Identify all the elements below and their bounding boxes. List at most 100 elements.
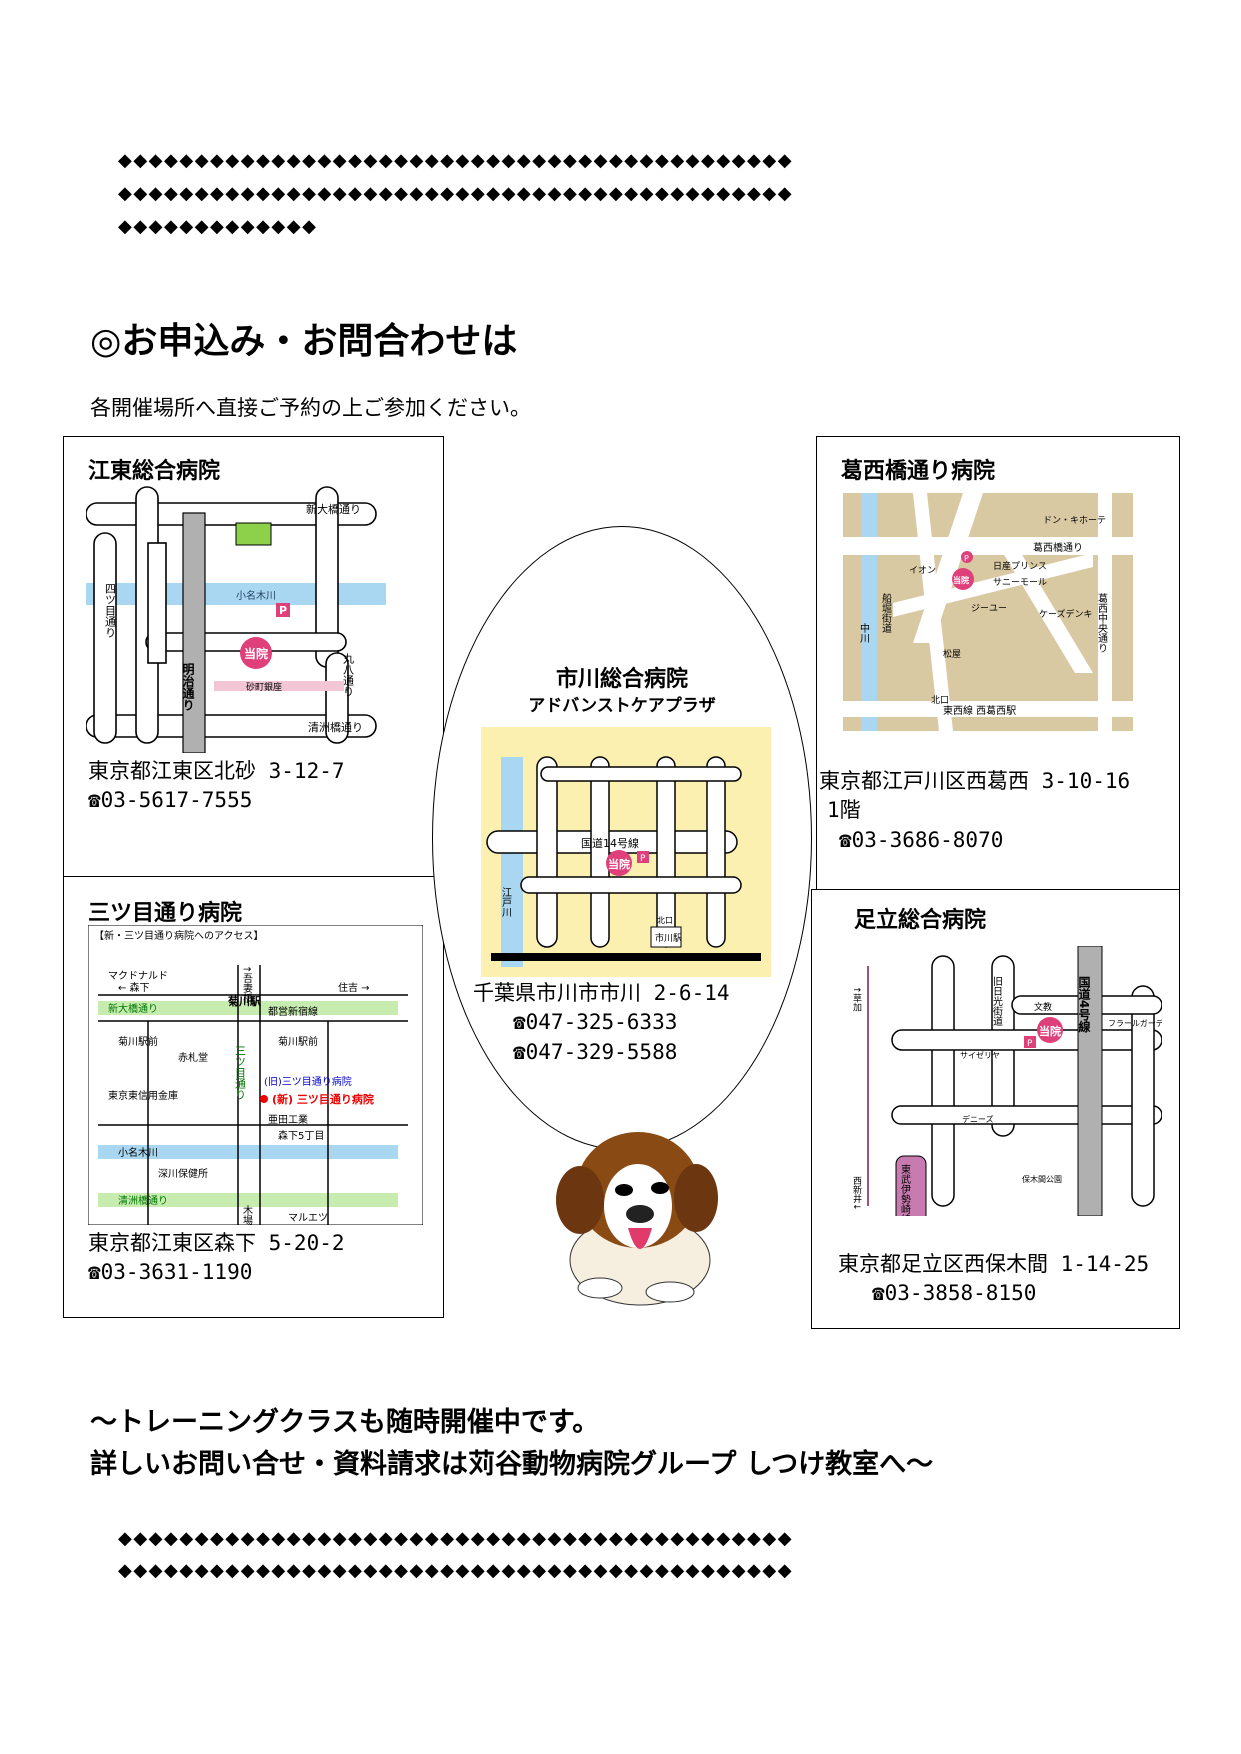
svg-text:森下5丁目: 森下5丁目 [278,1129,324,1142]
tobu-station [895,1155,927,1216]
svg-text:ドン・キホーテ: ドン・キホーテ [1043,515,1106,526]
adachi-address: 東京都足立区西保木間 1-14-25 [838,1252,1150,1276]
dog-illustration [556,1132,718,1306]
svg-text:東武伊勢崎線 竹の塚駅東口: 東武伊勢崎線 竹の塚駅東口 [899,1163,911,1216]
footer-line-2: 詳しいお問い合せ・資料請求は苅谷動物病院グループ しつけ教室へ〜 [90,1449,934,1480]
svg-text:P: P [1027,1039,1033,1049]
svg-text:新大橋通り: 新大橋通り [108,1002,158,1015]
parking-icon [961,551,973,563]
nakagawa-river [861,493,877,731]
kasai-hospital-box: 葛西橋通り病院 中川 葛西橋通り 船堀街道 葛西中央通り 東西線 西葛西駅 北口… [816,436,1180,890]
railway [491,953,761,961]
svg-text:文教: 文教 [1034,1001,1052,1013]
svg-text:サイゼリヤ: サイゼリヤ [960,1050,1000,1060]
road-label: 新大橋通り [306,502,361,516]
diamond-divider: ◆◆◆◆◆◆◆◆◆◆◆◆◆◆◆◆◆◆◆◆◆◆◆◆◆◆◆◆◆◆◆◆◆◆◆◆◆◆◆◆… [118,183,794,204]
kasai-address: 東京都江戸川区西葛西 3-10-16 [819,769,1131,793]
svg-text:国道14号線: 国道14号線 [581,836,639,850]
svg-text:マクドナルド: マクドナルド [108,970,168,982]
kasai-phone: ☎03-3686-8070 [839,827,1004,852]
svg-text:ジーユー: ジーユー [971,604,1007,614]
diamond-divider: ◆◆◆◆◆◆◆◆◆◆◆◆◆◆◆◆◆◆◆◆◆◆◆◆◆◆◆◆◆◆◆◆◆◆◆◆◆◆◆◆… [118,1528,794,1549]
mitsume-map: 【新・三ツ目通り病院へのアクセス】 新大橋通り 小名木川 清洲橋通り マクドナル… [88,925,423,1225]
svg-text:赤札堂: 赤札堂 [178,1051,208,1064]
svg-text:東西線 西葛西駅: 東西線 西葛西駅 [943,704,1016,717]
ichikawa-phone-2: ☎047-329-5588 [513,1039,678,1064]
svg-text:↑吾妻橋: ↑吾妻橋 [241,965,253,1004]
svg-text:↑草加: ↑草加 [852,986,862,1012]
mitsume-title: 三ツ目通り病院 [88,901,243,926]
svg-text:P: P [279,604,287,617]
adachi-phone: ☎03-3858-8150 [872,1281,1037,1306]
shin-ohashi-road [98,1001,398,1015]
edogawa-river [501,757,523,967]
onagi-river [98,1145,398,1159]
adachi-title: 足立総合病院 [854,908,987,933]
toin-marker [240,637,272,669]
svg-text:葛西中央通り: 葛西中央通り [1096,592,1108,653]
mitsume-hospital-box: 三ツ目通り病院 【新・三ツ目通り病院へのアクセス】 新大橋通り 小名木川 清洲橋… [63,876,444,1318]
mitsume-address: 東京都江東区森下 5-20-2 [88,1231,345,1255]
kasai-address-floor: 1階 [827,798,861,823]
svg-text:船堀街道: 船堀街道 [880,592,892,633]
svg-text:菊川駅: 菊川駅 [228,994,261,1008]
road-label: 清洲橋通り [308,720,363,734]
ichikawa-phone-1: ☎047-325-6333 [513,1010,678,1035]
kasai-title: 葛西橋通り病院 [841,459,996,484]
koto-address: 東京都江東区北砂 3-12-7 [88,759,345,783]
svg-text:葛西橋通り: 葛西橋通り [1033,541,1083,554]
svg-text:国道4号線: 国道4号線 [1077,976,1091,1033]
kasai-map: 中川 葛西橋通り 船堀街道 葛西中央通り 東西線 西葛西駅 北口 ドン・キホーテ… [843,493,1133,731]
koto-phone: ☎03-5617-7555 [88,788,253,813]
adachi-map: ↑草加 西新井↓ 東武伊勢崎線 竹の塚駅東口 国道4号線 旧日光街道 当院 P … [852,946,1162,1216]
svg-text:松屋: 松屋 [943,648,961,660]
kokudo4-road [1077,946,1103,1216]
map-header: 【新・三ツ目通り病院へのアクセス】 [94,929,264,942]
svg-text:← 森下: ← 森下 [118,981,150,994]
svg-text:小名木川: 小名木川 [118,1146,158,1159]
svg-text:P: P [964,554,969,563]
svg-text:フラールガーデン: フラールガーデン [1108,1018,1162,1028]
svg-text:(新) 三ツ目通り病院: (新) 三ツ目通り病院 [272,1092,374,1106]
kiyosumi-road [98,1193,398,1207]
svg-text:保木間公園: 保木間公園 [1022,1174,1062,1184]
toin-marker [952,568,974,590]
diamond-divider: ◆◆◆◆◆◆◆◆◆◆◆◆◆◆◆◆◆◆◆◆◆◆◆◆◆◆◆◆◆◆◆◆◆◆◆◆◆◆◆◆… [118,150,794,171]
ichikawa-title: 市川総合病院 [555,667,688,692]
svg-text:菊川駅前: 菊川駅前 [118,1035,158,1048]
road-label: 丸八通り [342,653,355,697]
diamond-divider: ◆◆◆◆◆◆◆◆◆◆◆◆◆◆◆◆◆◆◆◆◆◆◆◆◆◆◆◆◆◆◆◆◆◆◆◆◆◆◆◆… [118,1560,794,1581]
parking-icon [276,603,290,617]
meiji-road [182,512,206,753]
diamond-divider: ◆◆◆◆◆◆◆◆◆◆◆◆◆ [118,216,318,237]
svg-text:北口: 北口 [657,916,673,925]
ichikawa-subtitle: アドバンストケアプラザ [528,696,716,716]
svg-text:日産プリンス: 日産プリンス [993,560,1047,572]
adachi-hospital-box: 足立総合病院 ↑草加 西新井↓ 東武伊勢崎線 竹の塚駅東口 国道4号線 旧日光街… [811,889,1180,1329]
parking-icon [637,851,649,863]
road-label: 四ツ目通り [104,583,117,638]
svg-text:サニーモール: サニーモール [993,577,1047,588]
koto-map: 小名木川 新大橋通り 四ツ目通り 明治通り 清洲橋通り 丸八通り 砂町銀座 当院… [86,486,386,753]
svg-text:旧日光街道: 旧日光街道 [991,976,1003,1026]
ichikawa-map: 江戸川 国道14号線 当院 P 市川駅 北口 [481,727,771,977]
koto-hospital-box: 江東総合病院 小名木川 新大橋通り 四ツ目通り 明治通り 清洲橋通り 丸八通り … [63,436,444,878]
page-title: ◎お申込み・お問合わせは [90,321,518,362]
svg-text:デニーズ: デニーズ [962,1114,994,1124]
map-background [843,493,1133,731]
road-label: 明治通り [181,663,195,711]
svg-text:マルエツ: マルエツ [288,1213,328,1224]
svg-text:中川: 中川 [858,622,870,643]
svg-text:西新井↓: 西新井↓ [852,1176,862,1211]
svg-text:北口: 北口 [931,695,949,706]
footer-line-1: 〜トレーニングクラスも随時開催中です。 [90,1407,600,1438]
svg-text:都営新宿線: 都営新宿線 [268,1005,318,1018]
svg-text:深川保健所: 深川保健所 [158,1167,208,1180]
svg-text:ケーズデンキ: ケーズデンキ [1039,608,1093,620]
svg-text:当院: 当院 [953,575,969,585]
svg-text:木場↓: 木場↓ [241,1205,253,1225]
river-label: 小名木川 [236,589,276,602]
ichikawa-address: 千葉県市川市市川 2-6-14 [473,981,730,1005]
toin-marker [606,850,632,876]
svg-text:市川駅: 市川駅 [655,932,682,944]
